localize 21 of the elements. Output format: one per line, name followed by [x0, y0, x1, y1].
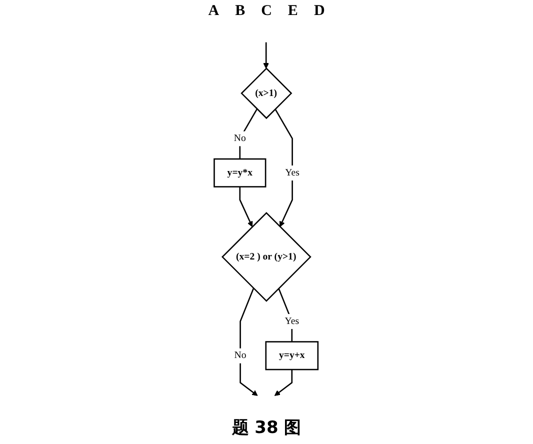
- arrow: [240, 288, 258, 396]
- arrow: [274, 370, 293, 396]
- edge-label: Yes: [286, 167, 300, 178]
- edge-label: No: [234, 133, 246, 144]
- arrow: [240, 186, 254, 227]
- arrow: [264, 42, 270, 69]
- edge-label: No: [234, 350, 247, 361]
- edge-label: Yes: [285, 316, 300, 326]
- point-label: D: [314, 2, 325, 20]
- connector: [278, 288, 293, 342]
- point-label: E: [288, 2, 298, 20]
- point-label: C: [261, 2, 272, 20]
- arrow: [275, 108, 294, 227]
- node-diamond: (x>1): [241, 68, 293, 120]
- connector: [240, 108, 258, 159]
- point-label: A: [208, 2, 220, 20]
- node-diamond: (x=2 ) or (y>1): [222, 212, 312, 302]
- point-label: B: [235, 2, 246, 20]
- node-box: y=y+x: [266, 341, 319, 370]
- caption: 题 38 图: [232, 417, 302, 440]
- node-box: y=y*x: [214, 158, 267, 188]
